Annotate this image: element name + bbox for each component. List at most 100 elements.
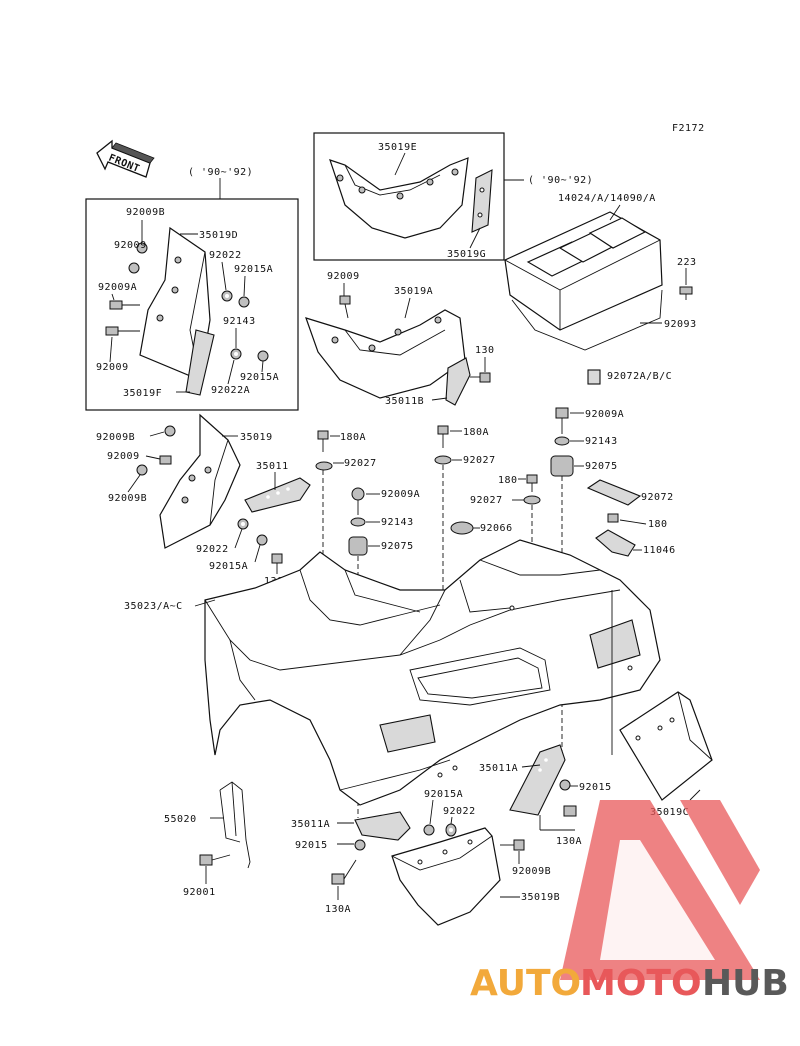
label-35019D: 35019D — [199, 230, 238, 241]
cover-14024 — [504, 211, 663, 351]
bolt-130A-a-icon — [563, 805, 577, 817]
label-92015-b: 92015 — [295, 840, 328, 851]
label-35011A-b: 35011A — [291, 819, 330, 830]
label-92072ABC: 92072A/B/C — [607, 371, 672, 382]
figure-code: F2172 — [672, 123, 705, 134]
label-92015A-c: 92015A — [209, 561, 248, 572]
bolts-left-box — [105, 242, 269, 362]
mudflap-35019E — [329, 157, 469, 239]
bolt-180A-a-icon — [315, 430, 333, 471]
mudflap-35019C — [619, 691, 713, 801]
cap-92066-icon — [450, 521, 474, 535]
bolt-180A-b-icon — [434, 425, 452, 465]
label-92066: 92066 — [480, 523, 513, 534]
label-92022A: 92022A — [211, 385, 250, 396]
label-130A-b: 130A — [325, 904, 351, 915]
rear-fender-35023 — [204, 539, 661, 806]
bracket-35011 — [244, 477, 311, 513]
label-35019B: 35019B — [521, 892, 560, 903]
label-92009B-d: 92009B — [512, 866, 551, 877]
front-arrow-icon: FRONT — [96, 139, 155, 178]
label-92022-c: 92022 — [443, 806, 476, 817]
nut-92015A-d-icon — [423, 824, 435, 836]
label-35019G: 35019G — [447, 249, 486, 260]
label-92093: 92093 — [664, 319, 697, 330]
label-92015-a: 92015 — [579, 782, 612, 793]
year-label-top: ( '90~'92) — [528, 175, 593, 186]
label-35011A-a: 35011A — [479, 763, 518, 774]
mudguard-35019A — [305, 309, 466, 399]
label-130A-a: 130A — [556, 836, 582, 847]
label-92143-c: 92143 — [585, 436, 618, 447]
label-92015A-d: 92015A — [424, 789, 463, 800]
label-92009B-b: 92009B — [96, 432, 135, 443]
year-label-left: ( '90~'92) — [188, 167, 253, 178]
bolt-92009B-d-icon — [500, 839, 525, 851]
label-92027-c: 92027 — [470, 495, 503, 506]
label-92009-a: 92009 — [114, 240, 147, 251]
bracket-55020 — [219, 781, 251, 869]
label-92143-a: 92143 — [223, 316, 256, 327]
label-180-b: 180 — [648, 519, 668, 530]
automotohub-watermark-logo: AUTO MOTO HUB — [470, 800, 789, 1004]
nut-92015-a-icon — [559, 779, 571, 791]
label-92072: 92072 — [641, 492, 674, 503]
bolts-left-middle — [136, 425, 283, 564]
bracket-35019G — [471, 169, 493, 233]
bracket-35011B — [445, 357, 471, 406]
bolt-92009A-b-icon — [348, 487, 368, 556]
label-35019: 35019 — [240, 432, 273, 443]
washer-92022-c-icon — [445, 823, 457, 837]
nut-92015-b-icon — [354, 839, 366, 851]
label-92015A-b: 92015A — [240, 372, 279, 383]
label-14024: 14024/A/14090/A — [558, 193, 656, 204]
label-55020: 55020 — [164, 814, 197, 825]
bolt-180-a-icon — [523, 474, 541, 505]
bolt-92009A-c-icon — [550, 407, 574, 477]
bolt-130A-b-icon — [331, 859, 357, 885]
label-35019C: 35019C — [650, 807, 689, 818]
label-92009A-b: 92009A — [381, 489, 420, 500]
label-92027-a: 92027 — [344, 458, 377, 469]
label-130-a: 130 — [475, 345, 495, 356]
clip-92072ABC-icon — [587, 369, 601, 385]
label-11046: 11046 — [643, 545, 676, 556]
watermark-hub: HUB — [702, 963, 789, 1004]
label-35011: 35011 — [256, 461, 289, 472]
mudguard-35019 — [159, 413, 241, 549]
bracket-35019F — [185, 329, 215, 396]
bracket-11046-icon — [595, 529, 636, 557]
label-35019F: 35019F — [123, 388, 162, 399]
mudflap-35019B — [391, 827, 501, 926]
inset-box-top — [313, 132, 505, 261]
label-92009-b: 92009 — [96, 362, 129, 373]
label-92015A-a: 92015A — [234, 264, 273, 275]
label-92022-a: 92022 — [209, 250, 242, 261]
clip-92072-icon — [586, 479, 642, 506]
bolt-223-icon — [679, 286, 693, 300]
label-92075-a: 92075 — [381, 541, 414, 552]
label-92009A-c: 92009A — [585, 409, 624, 420]
watermark-moto: MOTO — [580, 963, 702, 1004]
bracket-35011A-right — [509, 744, 566, 816]
inset-box-left — [85, 198, 299, 411]
label-92009-c: 92009 — [327, 271, 360, 282]
label-35011B: 35011B — [385, 396, 424, 407]
label-92075-b: 92075 — [585, 461, 618, 472]
watermark-auto: AUTO — [470, 963, 581, 1004]
label-223: 223 — [677, 257, 697, 268]
bolt-180-b-icon — [607, 513, 619, 523]
label-92022-b: 92022 — [196, 544, 229, 555]
label-92009-d: 92009 — [107, 451, 140, 462]
label-35019E: 35019E — [378, 142, 417, 153]
label-92009B-a: 92009B — [126, 207, 165, 218]
bracket-35011A-bottom — [354, 811, 411, 841]
label-92027-b: 92027 — [463, 455, 496, 466]
label-92143-b: 92143 — [381, 517, 414, 528]
bolt-92001-icon — [199, 854, 231, 866]
label-180A-a: 180A — [340, 432, 366, 443]
label-92009A-a: 92009A — [98, 282, 137, 293]
label-92009B-c: 92009B — [108, 493, 147, 504]
label-180A-b: 180A — [463, 427, 489, 438]
